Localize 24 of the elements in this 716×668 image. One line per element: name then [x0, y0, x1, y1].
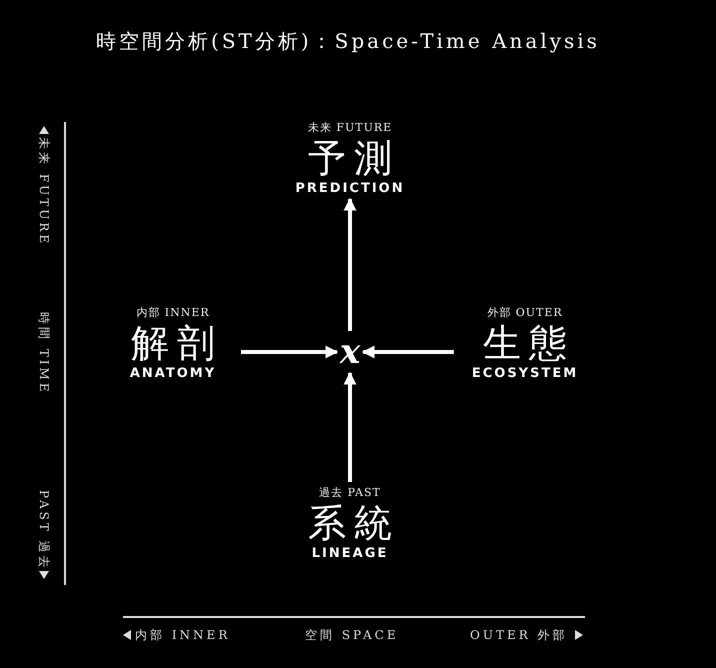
english-label: PREDICTION — [295, 181, 405, 196]
axis-label: 未来 FUTURE — [37, 137, 51, 246]
small-caption: 外部 OUTER — [487, 305, 563, 320]
axis-label: OUTER 外部 — [470, 627, 568, 644]
kanji-heading: 予測 — [307, 135, 400, 181]
english-label: ANATOMY — [130, 366, 216, 381]
arrow — [344, 198, 356, 331]
small-caption: 未来 FUTURE — [308, 120, 392, 135]
kanji-heading: 系統 — [307, 500, 400, 546]
english-label: LINEAGE — [312, 546, 388, 561]
axis-label: 内部 INNER — [135, 627, 230, 644]
kanji-heading: 生態 — [482, 320, 575, 366]
axis-label: 空間 SPACE — [305, 627, 399, 644]
small-caption: 内部 INNER — [136, 305, 210, 320]
variable: x — [340, 334, 360, 370]
axis-label: PAST 過去 — [37, 490, 51, 571]
arrow — [344, 372, 356, 482]
arrow — [362, 346, 454, 358]
arrow — [241, 346, 338, 358]
title: 時空間分析(ST分析)：Space-Time Analysis — [95, 28, 601, 55]
axis-label: 時間 TIME — [37, 312, 51, 395]
small-caption: 過去 PAST — [319, 485, 381, 500]
kanji-heading: 解剖 — [130, 320, 223, 366]
english-label: ECOSYSTEM — [472, 366, 578, 381]
